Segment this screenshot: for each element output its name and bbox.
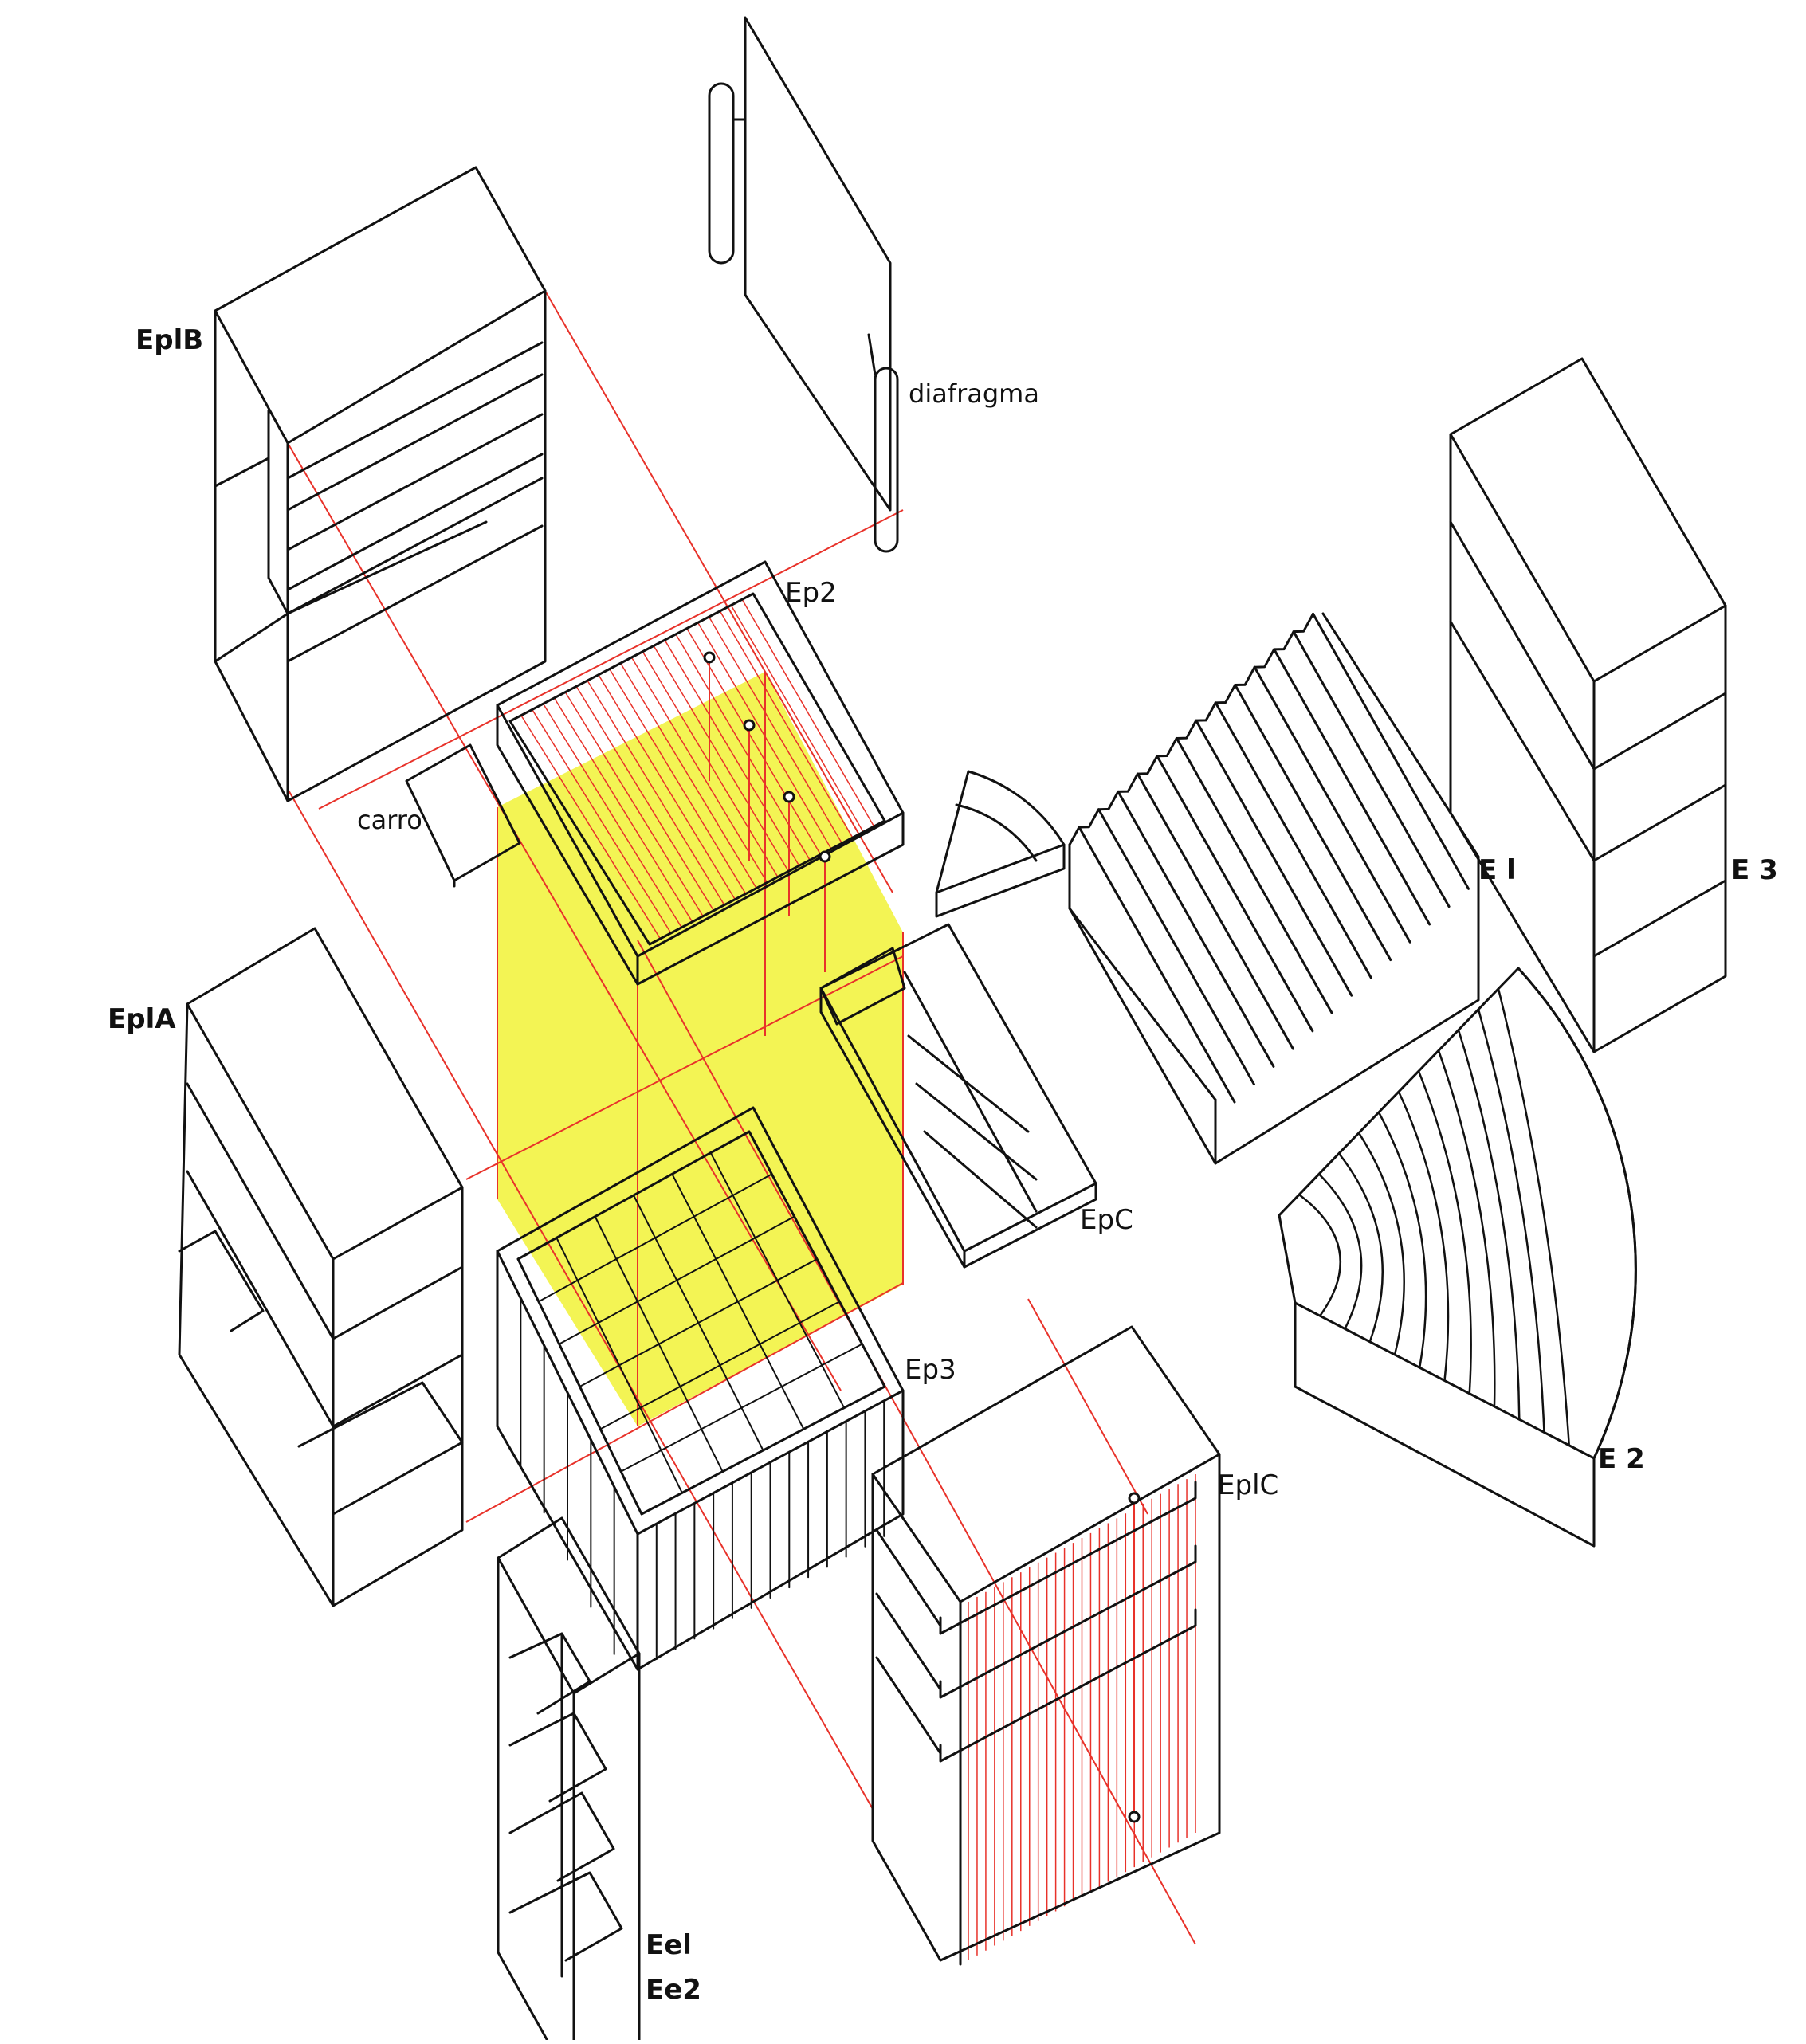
label-diafragma: diafragma [909,379,1039,409]
ink-linework [178,16,1727,2044]
label-ee1: Eel [646,1929,692,1961]
ep1a-block [178,927,464,1607]
ep1c-hatching [968,1474,1196,1960]
label-ee2: Ee2 [646,1974,701,2006]
label-e2: E 2 [1598,1443,1645,1475]
ep2-block [496,560,905,986]
e2-steps [1298,987,1570,1446]
carro-block [405,743,521,888]
highlight-volume [497,672,903,1426]
label-e3: E 3 [1731,854,1778,886]
label-ep3: Ep3 [905,1354,956,1386]
label-ep1a: EplA [108,1003,176,1035]
ep1c-block [871,1325,1221,1966]
label-ep2: Ep2 [785,577,837,609]
e1-stair [1068,612,1480,1165]
label-carro: carro [357,805,422,835]
label-ep1b: EplB [135,324,203,356]
quarter-step-small [935,770,1066,918]
e3-block [1449,357,1727,1053]
ep1b-block [214,166,547,802]
epc-block [819,923,1097,1269]
e2-stair [1278,967,1637,1548]
label-epc: EpC [1080,1204,1133,1236]
ep3-grid [520,1151,885,1661]
ee-block [497,1516,641,2044]
label-ep1c: EplC [1218,1469,1278,1501]
labels: EplB diafragma Ep2 carro E l E 3 EplA Ep… [108,324,1778,2006]
label-e1: E l [1478,854,1516,886]
diafragma-block [708,16,899,553]
